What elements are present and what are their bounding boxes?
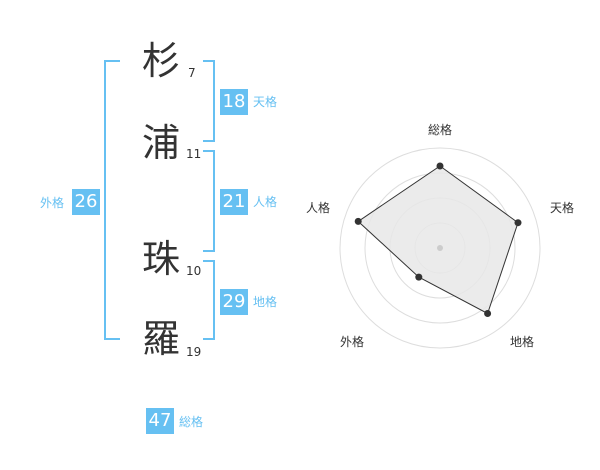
kanji-3: 珠: [142, 237, 181, 281]
kanji-4: 羅: [142, 317, 181, 361]
stroke-count-2: 11: [186, 147, 202, 161]
radar-point: [354, 217, 362, 225]
radar-label-soukaku: 総格: [428, 122, 452, 137]
gaikaku-label: 外格: [40, 196, 65, 210]
jinkaku-bracket: [203, 150, 215, 252]
stroke-count-3: 10: [186, 264, 202, 278]
jinkaku-label: 人格: [253, 195, 278, 209]
radar-center-dot: [437, 245, 443, 251]
kanji-1: 杉: [142, 39, 181, 83]
chikaku-label: 地格: [253, 295, 278, 309]
radar-point: [436, 162, 444, 170]
radar-label-tenkaku: 天格: [550, 200, 574, 215]
radar-label-jinkaku: 人格: [306, 200, 330, 215]
radar-label-chikaku: 地格: [510, 334, 534, 349]
radar-point: [514, 219, 522, 227]
tenkaku-value: 18: [220, 89, 248, 115]
gaikaku-bracket: [104, 60, 120, 340]
radar-point: [484, 310, 492, 317]
radar-label-gaikaku: 外格: [340, 334, 364, 349]
soukaku-label: 総格: [179, 415, 204, 429]
stroke-count-4: 19: [186, 345, 202, 359]
tenkaku-bracket: [203, 60, 215, 142]
radar-point: [415, 273, 423, 281]
tenkaku-label: 天格: [253, 95, 278, 109]
radar-polygon: [357, 165, 519, 315]
radar-ring: [339, 147, 541, 349]
gaikaku-value: 26: [72, 189, 100, 215]
kanji-2: 浦: [142, 121, 181, 165]
radar-points: [354, 162, 522, 317]
soukaku-value: 47: [146, 408, 174, 434]
chikaku-value: 29: [220, 289, 248, 315]
chikaku-bracket: [203, 260, 215, 340]
stroke-count-1: 7: [188, 66, 196, 80]
jinkaku-value: 21: [220, 189, 248, 215]
